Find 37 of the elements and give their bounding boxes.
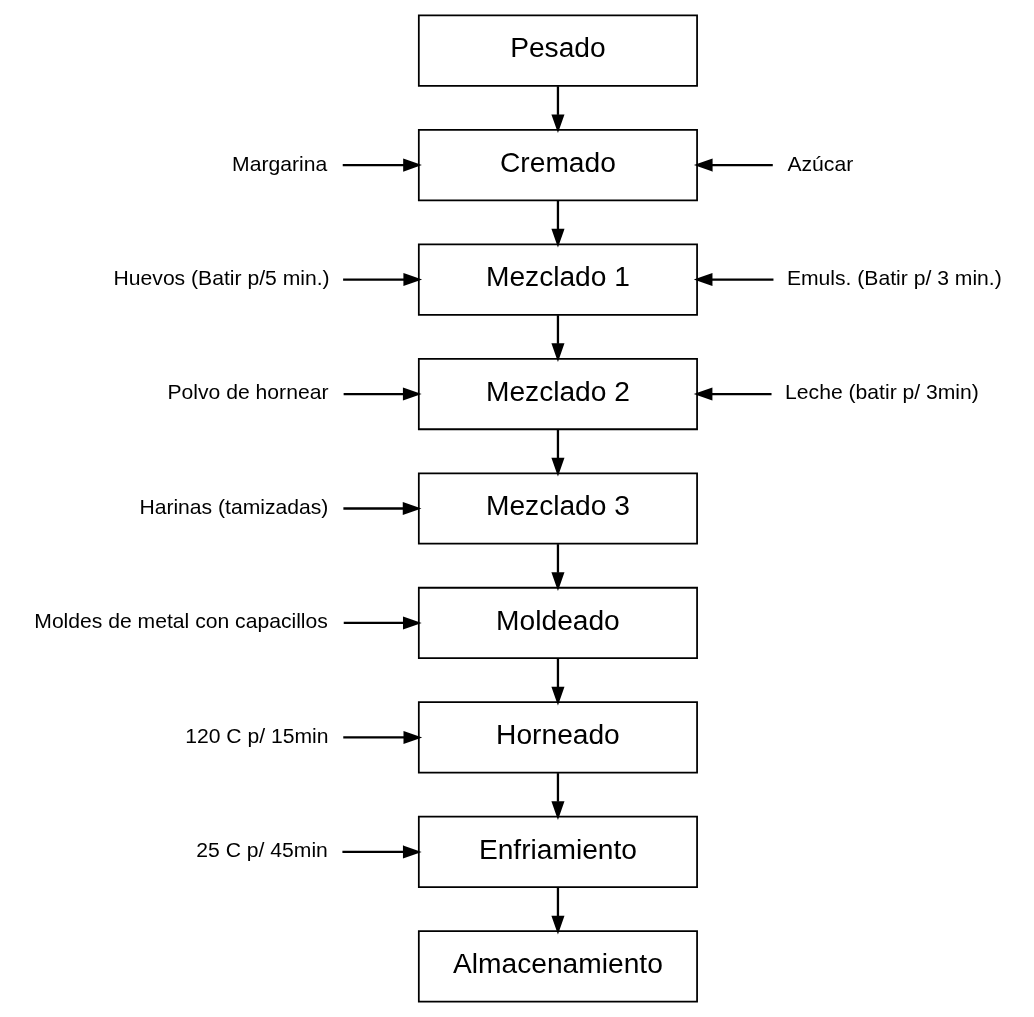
node-box: Mezclado 1 bbox=[417, 243, 698, 316]
arrow bbox=[551, 200, 565, 248]
node-text: Moldes de metal con capacillos bbox=[34, 609, 328, 633]
arrow bbox=[551, 86, 565, 134]
node-box: Moldeado bbox=[417, 586, 698, 660]
node-text: Harinas (tamizadas) bbox=[139, 494, 329, 518]
arrow bbox=[343, 273, 423, 287]
arrow bbox=[342, 845, 422, 859]
node-text: Polvo de hornear bbox=[167, 380, 329, 404]
node-text: Margarina bbox=[232, 151, 328, 175]
node-box: Enfriamiento bbox=[417, 815, 698, 888]
arrow bbox=[693, 273, 774, 287]
arrow bbox=[551, 658, 565, 706]
arrow bbox=[343, 730, 423, 744]
arrow bbox=[343, 387, 422, 401]
arrow bbox=[551, 315, 565, 363]
arrow bbox=[551, 773, 565, 820]
arrow bbox=[342, 158, 422, 172]
node-box: Mezclado 3 bbox=[417, 472, 698, 545]
arrow bbox=[551, 544, 565, 591]
arrow bbox=[551, 887, 565, 935]
node-text: 120 C p/ 15min bbox=[185, 723, 329, 747]
node-box: Mezclado 2 bbox=[417, 357, 698, 431]
node-box: Pesado bbox=[417, 14, 698, 87]
arrow bbox=[693, 158, 773, 172]
arrow bbox=[343, 501, 422, 516]
node-box: Cremado bbox=[417, 129, 698, 202]
node-text: 25 C p/ 45min bbox=[196, 838, 328, 862]
arrow bbox=[693, 387, 772, 401]
node-text: Emuls. (Batir p/ 3 min.) bbox=[786, 266, 1002, 290]
node-box: Almacenamiento bbox=[417, 930, 698, 1003]
node-text: Leche (batir p/ 3min) bbox=[785, 380, 979, 404]
arrow bbox=[343, 616, 422, 630]
node-box: Horneado bbox=[417, 701, 698, 774]
node-text: Azúcar bbox=[787, 151, 854, 175]
node-text: Huevos (Batir p/5 min.) bbox=[113, 266, 330, 290]
arrow bbox=[551, 429, 565, 477]
